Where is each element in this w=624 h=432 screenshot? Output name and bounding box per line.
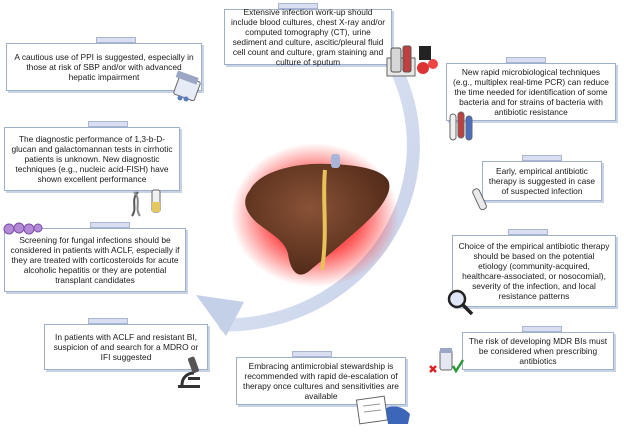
step-empirical-therapy-text: Early, empirical antibiotic therapy is s… (488, 165, 596, 197)
step-aclf-resistant: In patients with ACLF and resistant BI, … (44, 324, 208, 370)
step-aclf-resistant-text: In patients with ACLF and resistant BI, … (53, 331, 199, 363)
step-infection-workup-text: Extensive infection work-up should inclu… (230, 6, 386, 68)
dna-vial-icon (131, 189, 161, 217)
test-tube-icon (472, 188, 487, 211)
step-diagnostic-performance-text: The diagnostic performance of 1,3-b-D-gl… (11, 133, 173, 185)
step-fungal-screening-text: Screening for fungal infections should b… (10, 234, 180, 286)
step-infection-workup: Extensive infection work-up should inclu… (224, 6, 392, 68)
microscope-icon (178, 356, 200, 388)
step-stewardship: Embracing antimicrobial stewardship is r… (236, 357, 406, 405)
step-antibiotic-choice-text: Choice of the empirical antibiotic thera… (458, 240, 610, 302)
step-ppi-use: A cautious use of PPI is suggested, espe… (6, 43, 202, 91)
pill-bottle-check-icon (429, 348, 464, 374)
step-rapid-microbiology: New rapid microbiological techniques (e.… (446, 63, 616, 121)
fungi-icon (3, 222, 43, 235)
test-tubes-icon (449, 111, 473, 141)
step-ppi-use-text: A cautious use of PPI is suggested, espe… (14, 51, 194, 83)
step-empirical-therapy: Early, empirical antibiotic therapy is s… (482, 161, 602, 201)
step-mdr-risk: The risk of developing MDR BIs must be c… (462, 332, 614, 370)
clipboard-hand-icon (356, 395, 410, 425)
step-diagnostic-performance: The diagnostic performance of 1,3-b-D-gl… (4, 127, 180, 191)
step-mdr-risk-text: The risk of developing MDR BIs must be c… (468, 335, 608, 367)
step-stewardship-text: Embracing antimicrobial stewardship is r… (243, 360, 399, 402)
step-rapid-microbiology-text: New rapid microbiological techniques (e.… (453, 66, 609, 118)
step-antibiotic-choice: Choice of the empirical antibiotic thera… (452, 235, 616, 307)
liver-icon (231, 143, 399, 287)
step-fungal-screening: Screening for fungal infections should b… (4, 228, 186, 292)
pill-bottle-icon (173, 70, 201, 102)
magnifier-icon (447, 289, 474, 316)
lab-samples-icon (386, 45, 438, 77)
